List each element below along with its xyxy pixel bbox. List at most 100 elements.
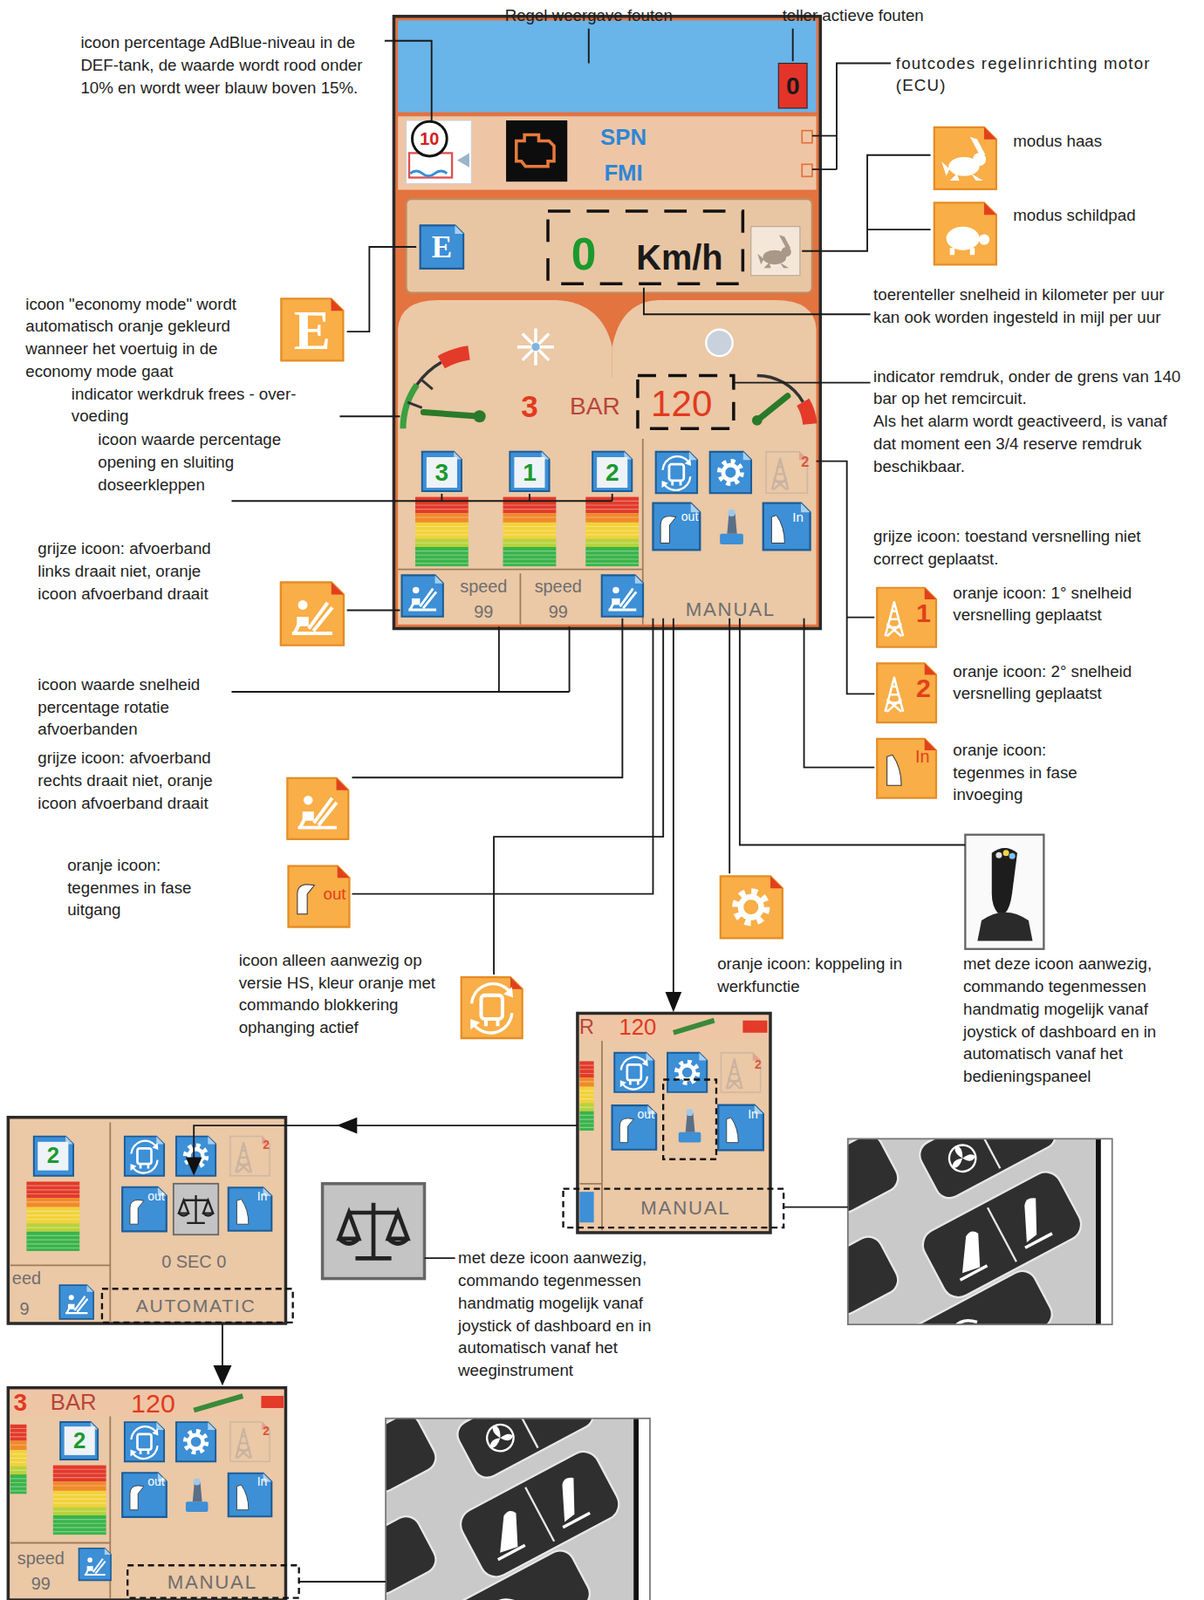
joystick-picture xyxy=(977,912,1033,942)
adblue-icon xyxy=(405,120,472,185)
leader-line xyxy=(231,626,569,692)
mode-icon xyxy=(287,866,349,928)
joystick-picture xyxy=(1003,849,1010,856)
display-readout: 0 SEC 0 xyxy=(161,1253,226,1272)
display-screen xyxy=(397,20,816,112)
display-screen xyxy=(656,451,698,493)
screen-detail xyxy=(10,1122,273,1322)
display-readout: In xyxy=(792,510,804,524)
screen-detail xyxy=(173,1183,219,1235)
screen-detail xyxy=(60,1422,98,1460)
display-readout: speed xyxy=(534,578,582,596)
display-readout: FMI xyxy=(603,162,643,185)
display-screen xyxy=(509,451,549,492)
display-readout: In xyxy=(747,1108,759,1121)
screen-detail xyxy=(185,1478,209,1512)
display-screen xyxy=(420,225,464,268)
icon-text: E xyxy=(294,304,331,360)
leader-line xyxy=(347,609,401,612)
screen-detail xyxy=(579,1040,602,1232)
screen-detail xyxy=(59,1285,94,1320)
display-screen xyxy=(719,509,744,545)
screen-detail xyxy=(7,1388,286,1600)
display-readout: 2 xyxy=(605,460,620,486)
screen-detail xyxy=(10,1389,284,1417)
leader-line xyxy=(672,618,675,996)
display-screen xyxy=(801,130,813,144)
screen-detail xyxy=(122,1472,167,1518)
mode-icon xyxy=(876,588,937,648)
screen-detail xyxy=(620,1057,649,1090)
screen-detail xyxy=(720,1053,760,1093)
display-screen xyxy=(531,342,540,351)
display-readout: MANUAL xyxy=(685,600,776,620)
arrow-head xyxy=(665,991,683,1013)
screen-detail xyxy=(64,1426,96,1456)
joystick-picture xyxy=(995,852,1002,859)
engine-icon xyxy=(506,120,568,182)
display-screen xyxy=(637,375,734,429)
mode-icon xyxy=(720,875,783,938)
screen-detail xyxy=(10,1389,284,1599)
leader-line xyxy=(643,287,871,315)
leader-line xyxy=(783,1206,849,1209)
display-readout: In xyxy=(257,1190,268,1203)
display-readout: BAR xyxy=(50,1391,97,1415)
screen-detail xyxy=(176,1136,216,1177)
icon-text: out xyxy=(323,885,347,903)
screen-detail xyxy=(129,1199,144,1225)
leader-line xyxy=(193,1125,578,1160)
scale-icon xyxy=(322,1183,425,1280)
display-screen xyxy=(751,226,801,276)
screen-detail xyxy=(579,1015,768,1232)
leader-line xyxy=(347,246,418,332)
display-screen xyxy=(596,457,628,488)
mode-icon xyxy=(876,738,937,799)
display-readout: teller actieve fouten xyxy=(782,6,924,24)
screen-detail xyxy=(612,1105,657,1150)
leader-line xyxy=(424,1257,456,1259)
display-screen xyxy=(426,457,458,488)
display-readout: 3 xyxy=(520,390,539,422)
scale-icon xyxy=(322,1183,425,1280)
callout-text: icoon "economy mode" wordt automatisch o… xyxy=(25,293,271,384)
display-screen xyxy=(441,352,470,363)
leader-line xyxy=(739,618,965,846)
screen-detail xyxy=(102,1288,294,1323)
icon-box: out xyxy=(285,861,352,931)
screen-detail xyxy=(53,1465,107,1536)
mode-icon xyxy=(297,884,315,915)
display-readout: Regel weergave fouten xyxy=(505,6,673,24)
mode-icon xyxy=(876,663,937,723)
leader-line xyxy=(733,382,871,384)
display-screen xyxy=(566,377,658,439)
leader-line xyxy=(801,155,931,252)
keypad-panel xyxy=(348,1366,650,1600)
display-readout: 3 xyxy=(435,460,450,486)
screen-detail xyxy=(619,1118,634,1143)
display-readout: 9 xyxy=(20,1300,30,1319)
mode-icon xyxy=(280,581,344,645)
display-screen xyxy=(415,497,469,568)
screen-detail xyxy=(34,1136,74,1177)
display-readout: 1 xyxy=(522,460,537,486)
screen-detail xyxy=(10,1122,111,1322)
display-screen xyxy=(393,16,821,630)
screen-detail xyxy=(127,1565,299,1598)
leader-line xyxy=(728,618,731,874)
callout-text: toerenteller snelheid in kilometer per u… xyxy=(873,283,1180,329)
screen-detail xyxy=(579,1060,594,1131)
display-screen xyxy=(397,438,644,625)
display-screen xyxy=(757,234,792,268)
screen-detail xyxy=(726,1059,743,1089)
screen-detail xyxy=(124,1422,165,1462)
callout-text: foutcodes regelinrichting motor (ECU) xyxy=(896,52,1198,97)
mode-icon xyxy=(946,226,991,256)
display-readout: E xyxy=(431,232,452,264)
mode-icon xyxy=(461,977,523,1039)
leader-line xyxy=(588,28,590,64)
display-readout: speed xyxy=(459,578,507,596)
display-readout: 99 xyxy=(548,603,568,622)
callout-text: oranje icoon: 1° snelheid versnelling ge… xyxy=(952,581,1168,627)
callout-text: grijze icoon: toestand versnelling niet … xyxy=(873,525,1192,570)
